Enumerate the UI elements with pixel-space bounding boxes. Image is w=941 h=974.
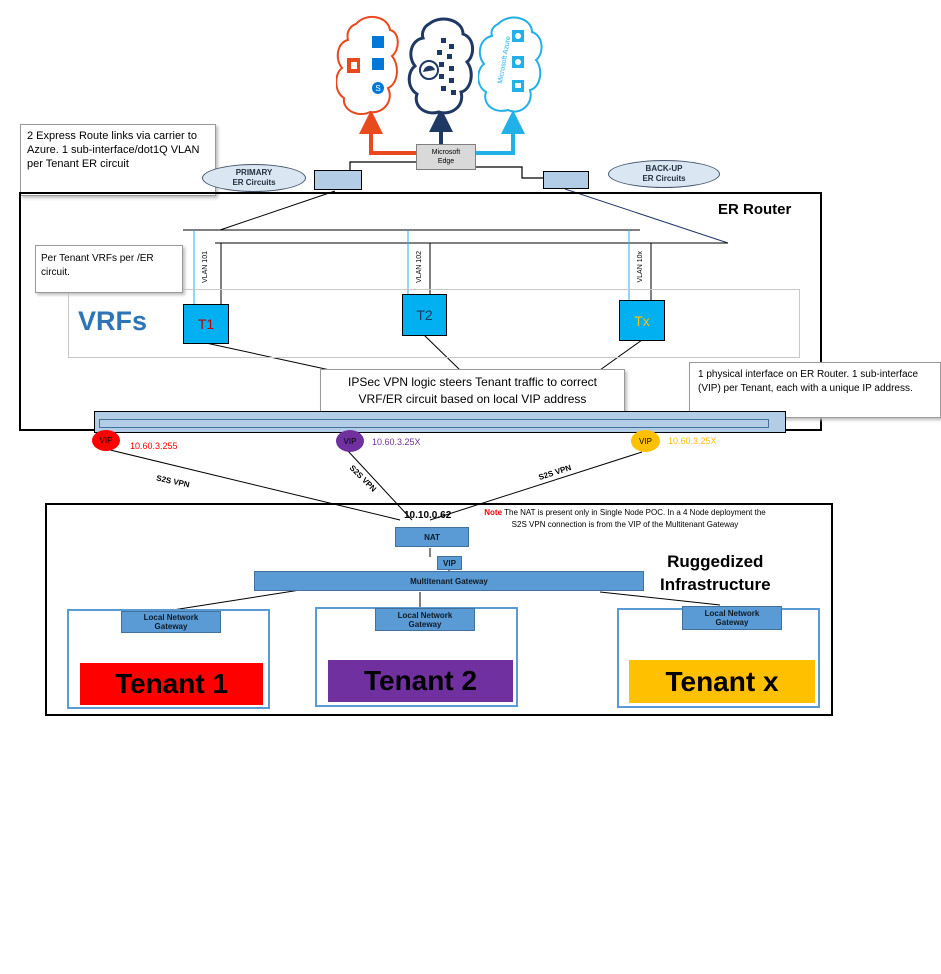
- tenant-x-lng-label: Local Network Gateway: [704, 609, 760, 627]
- vlan-label-3: VLAN 10x: [637, 251, 644, 283]
- vip-yellow-label: VIP: [639, 436, 652, 446]
- tenant-vrf-t1-label: T1: [197, 316, 215, 332]
- vip-red-label: VIP: [99, 436, 113, 445]
- primary-circuit-line2: ER Circuits: [232, 178, 276, 187]
- office-cloud: S: [336, 15, 399, 116]
- backup-circuit-line1: BACK-UP: [645, 164, 683, 173]
- backup-circuit-line2: ER Circuits: [642, 174, 686, 183]
- tenant-vrf-tx: Tx: [619, 300, 665, 341]
- vip-purple-ip: 10.60.3.25X: [372, 437, 421, 447]
- gateway-vip-box: VIP: [437, 556, 462, 570]
- tenant-x-label: Tenant x: [629, 660, 815, 703]
- vip-purple-label: VIP: [343, 436, 357, 446]
- vip-yellow: VIP: [631, 430, 660, 452]
- tenant-2-lng-label: Local Network Gateway: [397, 610, 453, 629]
- vrfs-container: [68, 289, 800, 358]
- per-tenant-vrf-text: Per Tenant VRFs per /ER circuit.: [41, 253, 154, 278]
- gateway-vip-label: VIP: [443, 558, 456, 568]
- arrow-to-office-cloud: [359, 110, 418, 155]
- services-cloud: [407, 17, 474, 115]
- tenant-1-local-network-gateway: Local Network Gateway: [121, 611, 221, 633]
- physical-interface-text: 1 physical interface on ER Router. 1 sub…: [698, 369, 919, 394]
- nat-note: Note The NAT is present only in Single N…: [480, 507, 770, 531]
- microsoft-edge-line1: Microsoft: [431, 149, 461, 156]
- ruggedized-infrastructure-frame: [45, 503, 833, 716]
- nat-note-text: The NAT is present only in Single Node P…: [502, 508, 766, 529]
- tenant-2-label: Tenant 2: [328, 660, 513, 702]
- multitenant-gateway-label: Multitenant Gateway: [410, 576, 488, 586]
- primary-circuit-ellipse: PRIMARY ER Circuits: [202, 164, 306, 192]
- nat-ip: 10.10.0.62: [404, 510, 452, 521]
- sub-interface-bar-inner: [99, 419, 769, 428]
- express-route-callout: 2 Express Route links via carrier to Azu…: [20, 124, 216, 196]
- nat-label: NAT: [424, 532, 440, 542]
- ruggedized-title-line1: Ruggedized: [667, 552, 764, 571]
- skype-icon: [372, 82, 384, 94]
- primary-port: [314, 170, 362, 190]
- multitenant-gateway-box: Multitenant Gateway: [254, 571, 644, 591]
- arrow-to-azure-cloud: [474, 110, 525, 155]
- backup-port: [543, 171, 589, 189]
- ruggedized-title-line2: Infrastructure: [660, 575, 771, 594]
- primary-circuit-line1: PRIMARY: [235, 168, 273, 177]
- tenant-vrf-tx-label: Tx: [634, 312, 650, 329]
- tenant-x-local-network-gateway: Local Network Gateway: [682, 606, 782, 630]
- ruggedized-title: Ruggedized Infrastructure: [660, 550, 771, 596]
- er-router-title: ER Router: [718, 201, 792, 218]
- vip-red-ip: 10.60.3.255: [130, 441, 178, 451]
- azure-cloud: Microsoft Azure: [478, 16, 543, 113]
- vip-yellow-ip: 10.60.3.25X: [668, 436, 717, 446]
- svg-text:S: S: [375, 84, 380, 93]
- bag-icon: [372, 58, 384, 70]
- ipsec-callout: IPSec VPN logic steers Tenant traffic to…: [320, 369, 625, 413]
- services-icon: [419, 38, 456, 95]
- nat-box: NAT: [395, 527, 469, 547]
- microsoft-edge-line2: Edge: [437, 158, 455, 165]
- nat-note-prefix: Note: [484, 508, 503, 517]
- express-route-text: 2 Express Route links via carrier to Azu…: [27, 130, 200, 170]
- tenant-2-local-network-gateway: Local Network Gateway: [375, 608, 475, 631]
- tenant-vrf-t1: T1: [183, 304, 229, 344]
- per-tenant-vrf-callout: Per Tenant VRFs per /ER circuit.: [35, 245, 183, 293]
- vrfs-label: VRFs: [78, 306, 148, 336]
- backup-circuit-ellipse: BACK-UP ER Circuits: [608, 160, 720, 188]
- vlan-label-2: VLAN 102: [416, 251, 423, 283]
- physical-interface-callout: 1 physical interface on ER Router. 1 sub…: [689, 362, 941, 418]
- vlan-label-1: VLAN 101: [202, 251, 209, 283]
- tenant-vrf-t2: T2: [402, 294, 447, 336]
- ipsec-text: IPSec VPN logic steers Tenant traffic to…: [348, 375, 597, 406]
- vip-red: VIP: [92, 430, 120, 451]
- tenant-vrf-t2-label: T2: [416, 307, 433, 323]
- tenant-1-lng-label: Local Network Gateway: [143, 613, 199, 631]
- vip-purple: VIP: [336, 430, 364, 452]
- store-icon: [372, 36, 384, 48]
- microsoft-edge-box: Microsoft Edge: [416, 144, 476, 170]
- tenant-1-label: Tenant 1: [80, 663, 263, 705]
